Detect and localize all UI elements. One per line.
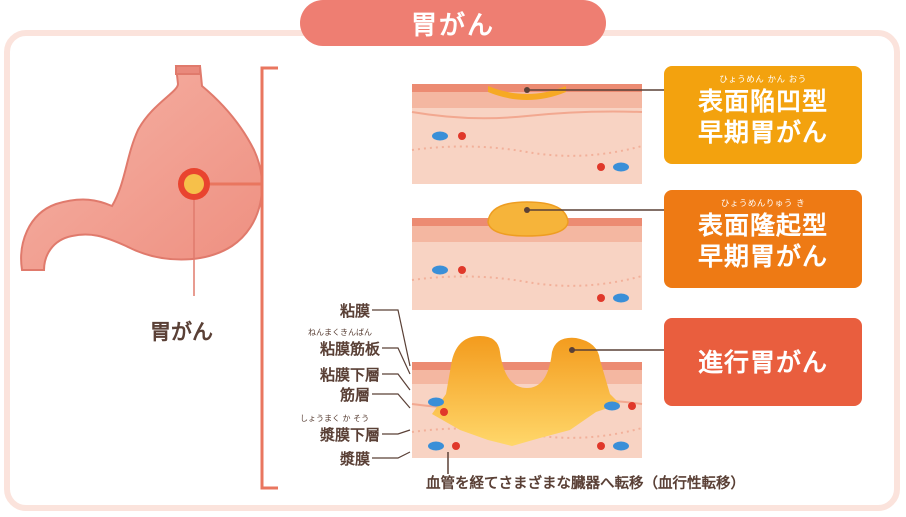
layer-label-mucosa: 粘膜 [339, 302, 370, 320]
page-title: 胃がん [300, 0, 606, 46]
type-box-early-depressed: ひょうめん かん おう 表面陥凹型 早期胃がん [664, 66, 862, 164]
stomach-tumor [184, 174, 204, 194]
type-sublabel: 早期胃がん [697, 242, 828, 271]
tissue-block-early-elevated [411, 201, 664, 310]
layer-label-serosa: 漿膜 [339, 450, 370, 468]
layer-label-subserosa: 漿膜下層 [319, 426, 380, 444]
tissue-block-advanced [411, 336, 664, 474]
type-ruby: ひょうめん かん おう [719, 75, 807, 85]
tissue-block-early-depressed [411, 84, 664, 184]
stomach-label: 胃がん [150, 320, 213, 344]
type-box-advanced: 進行胃がん [664, 318, 862, 406]
stomach-illustration [20, 65, 264, 296]
type-label: 進行胃がん [697, 347, 828, 377]
type-box-early-elevated: ひょうめんりゅう き 表面隆起型 早期胃がん [664, 190, 862, 288]
layer-label-muscularis: 筋層 [339, 386, 370, 404]
stomach-shape [20, 65, 264, 271]
type-label: 表面隆起型 [697, 211, 828, 240]
type-sublabel: 早期胃がん [697, 118, 828, 147]
layer-ruby-subserosa: しょうまく か そう [300, 414, 370, 423]
type-ruby: ひょうめんりゅう き [720, 199, 806, 209]
layer-ruby-muscularis-mucosae: ねんまくきんばん [308, 328, 372, 337]
layer-label-muscularis-mucosae: 粘膜筋板 [319, 340, 380, 358]
metastasis-note: 血管を経てさまざまな臓器へ転移（血行性転移） [426, 476, 745, 492]
type-label: 表面陥凹型 [697, 87, 828, 116]
layer-label-submucosa: 粘膜下層 [319, 366, 380, 384]
bracket [260, 66, 278, 490]
layer-leader-lines [372, 309, 411, 459]
